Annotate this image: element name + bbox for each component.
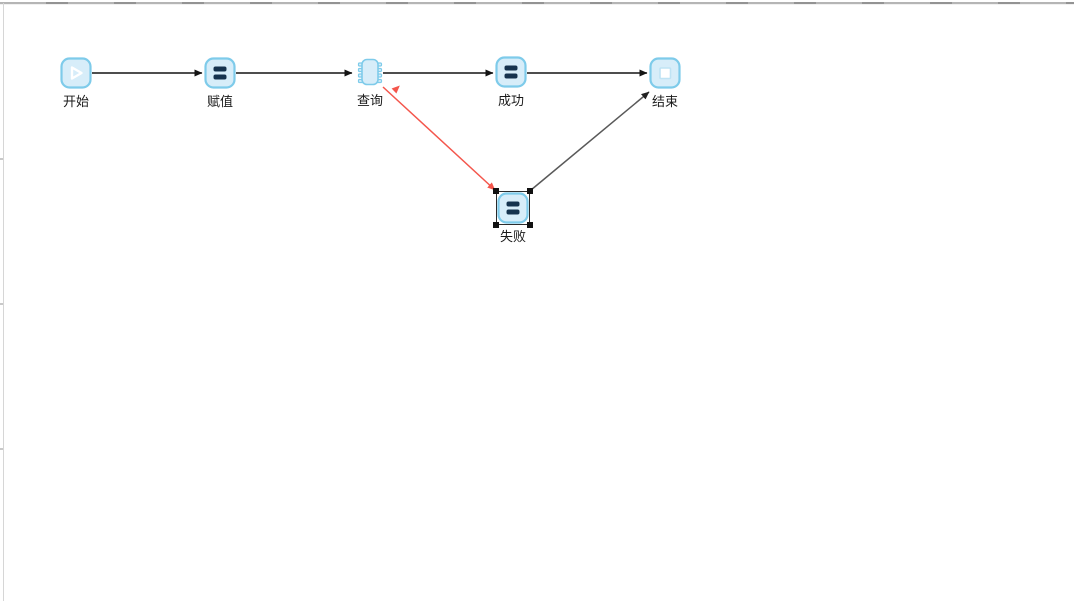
node-label-start: 开始 — [62, 95, 90, 110]
node-assign[interactable]: 赋值 — [204, 57, 236, 110]
assign-icon — [497, 192, 529, 224]
edge-direction-badge — [391, 85, 400, 94]
play-icon — [60, 57, 92, 89]
ruler-tick — [0, 158, 3, 160]
assign-icon — [204, 57, 236, 89]
node-start[interactable]: 开始 — [60, 57, 92, 110]
node-success[interactable]: 成功 — [495, 56, 527, 109]
selection-handle-tl[interactable] — [493, 188, 499, 194]
selection-handle-tr[interactable] — [527, 188, 533, 194]
canvas-top-border-shadow — [0, 4, 1074, 5]
chip-icon — [354, 56, 386, 88]
canvas-top-border — [0, 2, 1074, 4]
node-query[interactable]: 查询 — [354, 56, 386, 109]
selection-handle-br[interactable] — [527, 222, 533, 228]
edge-fail-end[interactable] — [530, 91, 650, 191]
node-label-query: 查询 — [356, 94, 384, 109]
assign-icon — [495, 56, 527, 88]
node-label-success: 成功 — [497, 94, 525, 109]
selection-handle-bl[interactable] — [493, 222, 499, 228]
ruler-tick — [0, 303, 3, 305]
node-label-end: 结束 — [651, 95, 679, 110]
node-label-assign: 赋值 — [206, 95, 234, 110]
node-fail[interactable]: 失败 — [493, 188, 533, 245]
node-end[interactable]: 结束 — [649, 57, 681, 110]
node-label-fail: 失败 — [499, 230, 527, 245]
stop-icon — [649, 57, 681, 89]
selection-outline — [496, 191, 530, 225]
ruler-tick — [0, 448, 3, 450]
canvas-left-border — [3, 3, 4, 601]
edge-query-fail[interactable] — [382, 86, 496, 191]
